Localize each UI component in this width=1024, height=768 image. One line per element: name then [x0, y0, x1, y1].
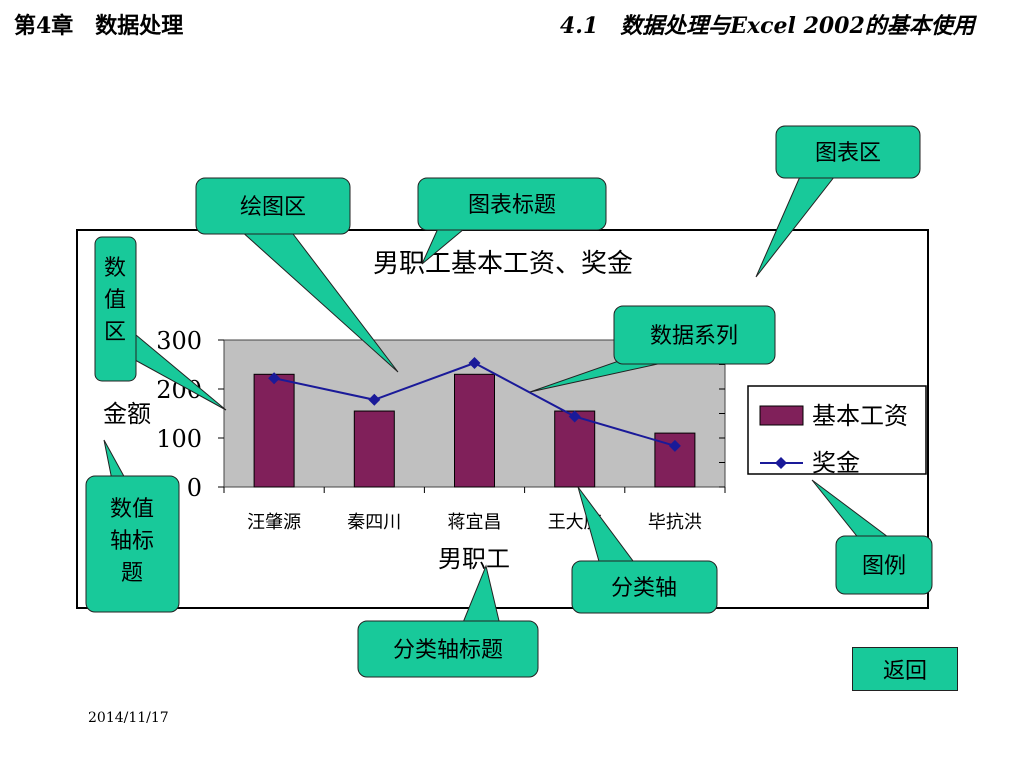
- y-tick-label-0: 0: [187, 474, 202, 502]
- legend-box: [747, 385, 927, 475]
- x-tick-label-4: 毕抗洪: [648, 512, 702, 533]
- callout-value-axis-title: [85, 475, 180, 613]
- bonus-point-4: [668, 439, 681, 452]
- callout-category-axis-title: [357, 620, 539, 678]
- section-title: 4.1 数据处理与Excel 2002的基本使用: [560, 13, 975, 39]
- callout-plot-area-label: 绘图区: [240, 195, 306, 220]
- callout-value-area: [94, 236, 137, 382]
- callout-chart-title-label: 图表标题: [468, 193, 556, 218]
- bonus-point-2: [468, 357, 481, 370]
- callout-value-axis-title-line2: 轴标: [110, 529, 154, 554]
- chart-title: 男职工基本工资、奖金: [373, 249, 633, 279]
- callout-value-area-char2: 值: [104, 288, 126, 313]
- x-axis-title: 男职工: [438, 545, 510, 573]
- y-tick-label-1: 100: [156, 425, 202, 453]
- callout-data-series: [613, 305, 776, 365]
- x-tick-label-1: 秦四川: [347, 512, 401, 533]
- legend-label-salary: 基本工资: [812, 402, 908, 430]
- bar-1: [353, 410, 395, 488]
- callout-chart-title: [417, 177, 607, 231]
- y-axis-title: 金额: [103, 400, 151, 428]
- callouts: 绘图区 图表标题 图表区 数 值 区 数据系列 数值 轴标 题 分类轴 分类轴标…: [85, 125, 933, 678]
- callout-value-axis-title-line1: 数值: [110, 497, 154, 522]
- bonus-point-1: [368, 393, 381, 406]
- callout-data-series-label: 数据系列: [650, 324, 738, 349]
- legend-bar-swatch: [759, 405, 804, 426]
- y-tick-label-3: 300: [156, 327, 202, 355]
- bar-3: [554, 410, 596, 488]
- callout-value-axis-title-line3: 题: [121, 561, 143, 586]
- callout-plot-area: [195, 177, 351, 235]
- legend-label-bonus: 奖金: [812, 449, 860, 477]
- back-button[interactable]: 返回: [852, 647, 958, 691]
- bonus-point-3: [568, 410, 581, 423]
- callout-category-axis: [571, 560, 718, 614]
- callout-chart-area: [775, 125, 921, 179]
- callout-chart-area-label: 图表区: [815, 141, 881, 166]
- bonus-point-0: [268, 372, 281, 385]
- chapter-title: 第4章 数据处理: [14, 13, 184, 39]
- callout-category-axis-title-label: 分类轴标题: [393, 638, 503, 663]
- legend: 基本工资 奖金: [747, 385, 927, 477]
- x-tick-label-2: 蒋宜昌: [448, 512, 502, 533]
- callout-value-area-char3: 区: [104, 320, 126, 345]
- bar-0: [253, 373, 295, 488]
- slide-date: 2014/11/17: [88, 710, 169, 726]
- bar-2: [454, 373, 495, 488]
- callout-category-axis-label: 分类轴: [611, 576, 677, 601]
- legend-line-marker: [775, 457, 787, 469]
- x-tick-label-0: 汪肇源: [247, 512, 301, 533]
- callout-value-area-char1: 数: [104, 256, 126, 281]
- callout-legend: [835, 535, 933, 595]
- callout-legend-label: 图例: [862, 554, 906, 579]
